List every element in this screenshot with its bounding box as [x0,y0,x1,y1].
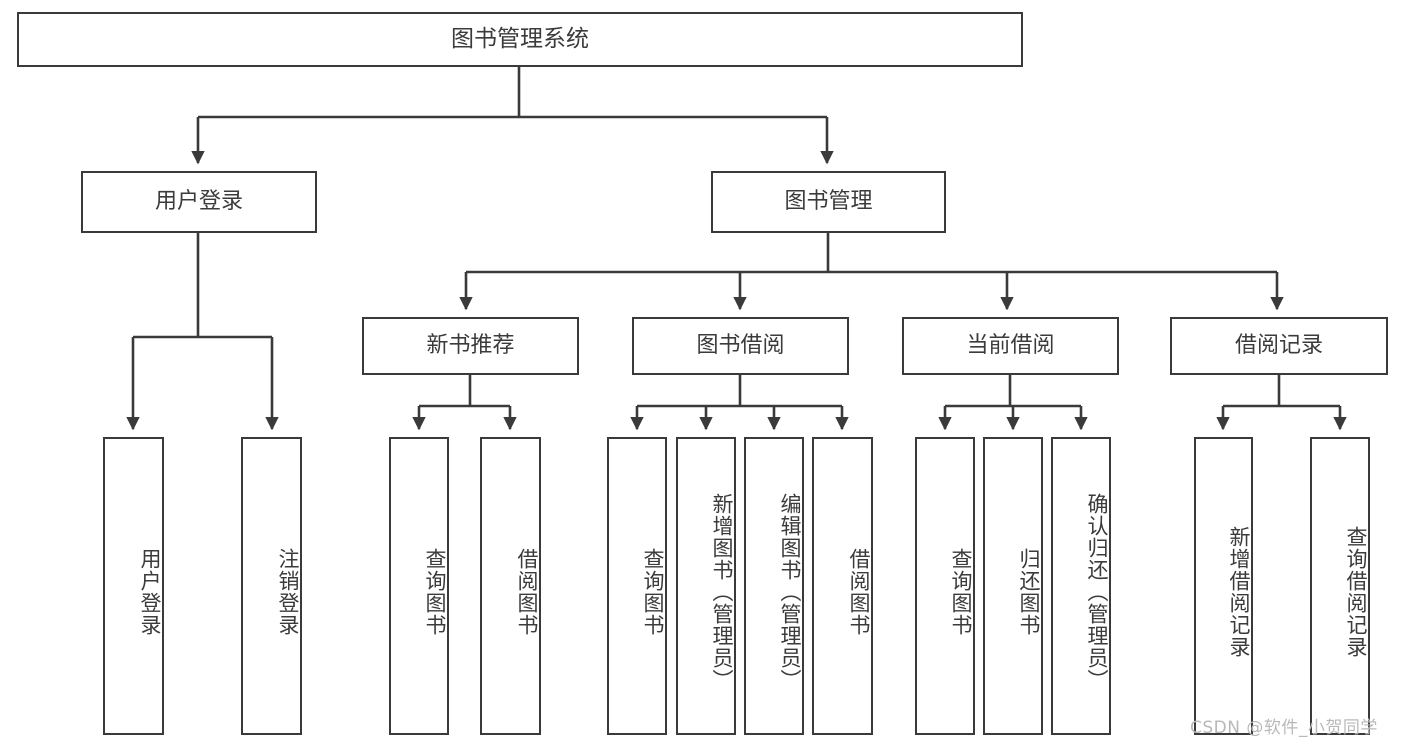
node-leaf-add-book-admin-label: 新增图书（管理员） [710,493,734,691]
node-root[interactable]: 图书管理系统 [17,12,1023,67]
node-book-borrow-label: 图书借阅 [696,333,785,359]
node-book-manage[interactable]: 图书管理 [711,171,946,233]
node-new-book-recommend-label: 新书推荐 [426,333,515,359]
node-user-login[interactable]: 用户登录 [81,171,317,233]
node-leaf-user-login[interactable]: 用户登录 [103,437,164,735]
node-leaf-edit-book-admin-label: 编辑图书（管理员） [778,493,802,691]
node-leaf-add-borrow-record-label: 新增借阅记录 [1227,526,1251,658]
node-leaf-return-book-label: 归还图书 [1017,548,1041,636]
node-current-borrow-label: 当前借阅 [966,333,1055,359]
node-leaf-return-book[interactable]: 归还图书 [983,437,1043,735]
node-leaf-user-login-label: 用户登录 [138,548,162,636]
node-leaf-logout-login-label: 注销登录 [276,548,300,636]
node-leaf-borrow-book[interactable]: 借阅图书 [812,437,873,735]
node-leaf-query-book-borrow[interactable]: 查询图书 [607,437,667,735]
node-borrow-record-label: 借阅记录 [1234,333,1323,359]
node-leaf-confirm-return-admin[interactable]: 确认归还（管理员） [1051,437,1111,735]
node-borrow-record[interactable]: 借阅记录 [1170,317,1388,375]
node-leaf-edit-book-admin[interactable]: 编辑图书（管理员） [744,437,804,735]
node-leaf-borrow-book-new[interactable]: 借阅图书 [480,437,541,735]
node-leaf-query-borrow-record-label: 查询借阅记录 [1344,526,1368,658]
node-leaf-query-book-current-label: 查询图书 [949,548,973,636]
node-leaf-add-book-admin[interactable]: 新增图书（管理员） [676,437,736,735]
node-leaf-query-book-new-label: 查询图书 [423,548,447,636]
node-leaf-logout-login[interactable]: 注销登录 [241,437,302,735]
node-book-borrow[interactable]: 图书借阅 [632,317,849,375]
node-leaf-borrow-book-label: 借阅图书 [847,548,871,636]
csdn-watermark: CSDN @软件_小贺同学 [1190,718,1378,738]
node-leaf-query-book-borrow-label: 查询图书 [641,548,665,636]
node-user-login-label: 用户登录 [154,189,243,215]
node-book-manage-label: 图书管理 [784,189,873,215]
node-current-borrow[interactable]: 当前借阅 [902,317,1119,375]
node-root-label: 图书管理系统 [451,25,589,52]
node-leaf-add-borrow-record[interactable]: 新增借阅记录 [1194,437,1253,735]
node-leaf-borrow-book-new-label: 借阅图书 [515,548,539,636]
node-leaf-query-book-current[interactable]: 查询图书 [915,437,975,735]
node-new-book-recommend[interactable]: 新书推荐 [362,317,579,375]
node-leaf-query-borrow-record[interactable]: 查询借阅记录 [1310,437,1370,735]
node-leaf-confirm-return-admin-label: 确认归还（管理员） [1085,493,1109,691]
node-leaf-query-book-new[interactable]: 查询图书 [389,437,449,735]
